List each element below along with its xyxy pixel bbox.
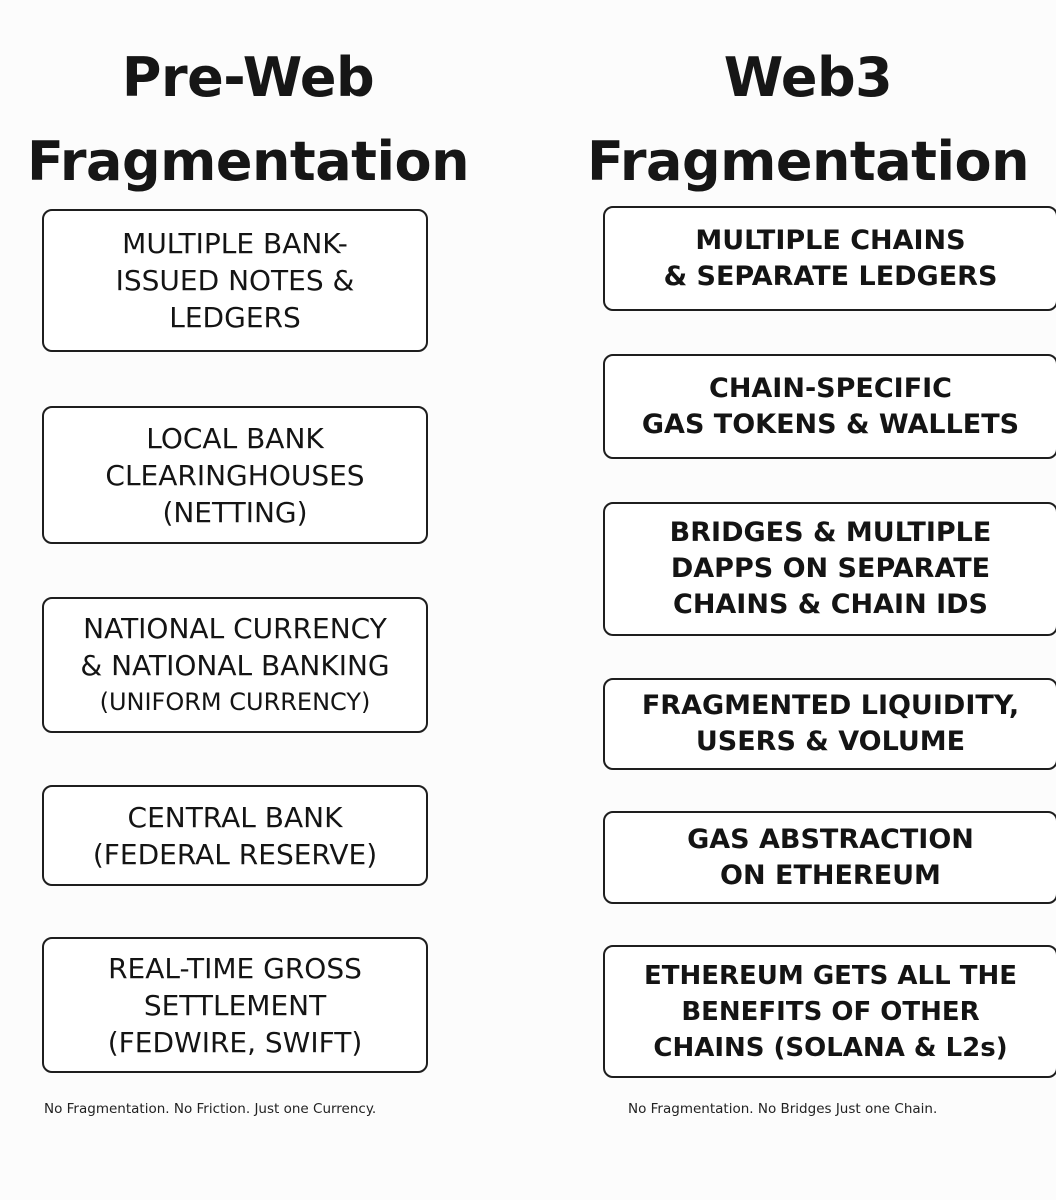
heading-line: Fragmentation — [26, 130, 470, 193]
box-label: MULTIPLE CHAINS & SEPARATE LEDGERS — [664, 223, 998, 295]
clearinghouses-box: LOCAL BANK CLEARINGHOUSES (NETTING) — [42, 406, 428, 544]
box-line: LEDGERS — [169, 301, 301, 334]
box-line: & SEPARATE LEDGERS — [663, 260, 998, 292]
box-label: CENTRAL BANK (FEDERAL RESERVE) — [93, 799, 377, 873]
heading-line: Web3 — [723, 46, 893, 109]
central-bank-box: CENTRAL BANK (FEDERAL RESERVE) — [42, 785, 428, 886]
box-label: MULTIPLE BANK- ISSUED NOTES & LEDGERS — [116, 225, 355, 336]
ethereum-benefits-box: ETHEREUM GETS ALL THE BENEFITS OF OTHER … — [603, 945, 1056, 1078]
box-label: BRIDGES & MULTIPLE DAPPS ON SEPARATE CHA… — [670, 515, 992, 623]
box-line: MULTIPLE BANK- — [122, 227, 348, 260]
box-line: (UNIFORM CURRENCY) — [99, 687, 371, 716]
box-line: GAS TOKENS & WALLETS — [641, 408, 1020, 440]
gas-abstraction-box: GAS ABSTRACTION ON ETHEREUM — [603, 811, 1056, 904]
box-line: CHAINS (SOLANA & L2s) — [653, 1032, 1008, 1063]
box-line: ETHEREUM GETS ALL THE — [643, 960, 1017, 991]
box-line: BENEFITS OF OTHER — [681, 996, 980, 1027]
web3-footnote: No Fragmentation. No Bridges Just one Ch… — [628, 1101, 938, 1117]
pre-web-heading: Pre-Web Fragmentation — [0, 36, 496, 204]
box-line: LOCAL BANK — [146, 421, 324, 455]
rtgs-box: REAL-TIME GROSS SETTLEMENT (FEDWIRE, SWI… — [42, 937, 428, 1073]
box-label: CHAIN-SPECIFIC GAS TOKENS & WALLETS — [642, 371, 1019, 443]
heading-line: Pre-Web — [121, 46, 375, 109]
box-line: NATIONAL CURRENCY — [83, 611, 387, 645]
web3-heading: Web3 Fragmentation — [568, 36, 1048, 204]
box-line: USERS & VOLUME — [695, 726, 966, 757]
box-label: FRAGMENTED LIQUIDITY, USERS & VOLUME — [642, 688, 1019, 760]
box-line: ON ETHEREUM — [720, 859, 941, 891]
box-line: CHAIN-SPECIFIC — [709, 372, 952, 404]
box-line: (FEDWIRE, SWIFT) — [107, 1025, 363, 1059]
box-label: LOCAL BANK CLEARINGHOUSES (NETTING) — [105, 420, 364, 531]
fragmented-liquidity-box: FRAGMENTED LIQUIDITY, USERS & VOLUME — [603, 678, 1056, 770]
box-line: GAS ABSTRACTION — [687, 823, 974, 855]
box-line: DAPPS ON SEPARATE — [670, 553, 991, 584]
multiple-chains-box: MULTIPLE CHAINS & SEPARATE LEDGERS — [603, 206, 1056, 311]
box-label: GAS ABSTRACTION ON ETHEREUM — [687, 822, 974, 894]
box-line: CHAINS & CHAIN IDS — [673, 589, 988, 620]
heading-line: Fragmentation — [586, 130, 1030, 193]
box-label: REAL-TIME GROSS SETTLEMENT (FEDWIRE, SWI… — [108, 950, 363, 1061]
national-currency-box: NATIONAL CURRENCY & NATIONAL BANKING (UN… — [42, 597, 428, 733]
box-label: NATIONAL CURRENCY & NATIONAL BANKING (UN… — [80, 610, 389, 721]
pre-web-footnote: No Fragmentation. No Friction. Just one … — [44, 1101, 377, 1117]
box-line: BRIDGES & MULTIPLE — [669, 517, 992, 548]
web3-column: Web3 Fragmentation MULTIPLE CHAINS & SEP… — [528, 0, 1056, 1200]
box-line: FRAGMENTED LIQUIDITY, — [641, 690, 1020, 721]
box-line: CENTRAL BANK — [127, 800, 343, 834]
bridges-box: BRIDGES & MULTIPLE DAPPS ON SEPARATE CHA… — [603, 502, 1056, 636]
box-line: REAL-TIME GROSS — [108, 951, 362, 985]
box-line: (NETTING) — [162, 495, 308, 529]
gas-tokens-box: CHAIN-SPECIFIC GAS TOKENS & WALLETS — [603, 354, 1056, 459]
box-line: SETTLEMENT — [143, 988, 327, 1022]
bank-notes-box: MULTIPLE BANK- ISSUED NOTES & LEDGERS — [42, 209, 428, 352]
box-line: CLEARINGHOUSES — [105, 458, 365, 492]
box-line: ISSUED NOTES & — [115, 264, 355, 297]
pre-web-column: Pre-Web Fragmentation MULTIPLE BANK- ISS… — [0, 36, 496, 1117]
box-line: MULTIPLE CHAINS — [695, 224, 966, 256]
box-line: & NATIONAL BANKING — [80, 648, 390, 682]
box-line: (FEDERAL RESERVE) — [92, 837, 378, 871]
box-label: ETHEREUM GETS ALL THE BENEFITS OF OTHER … — [644, 958, 1017, 1066]
